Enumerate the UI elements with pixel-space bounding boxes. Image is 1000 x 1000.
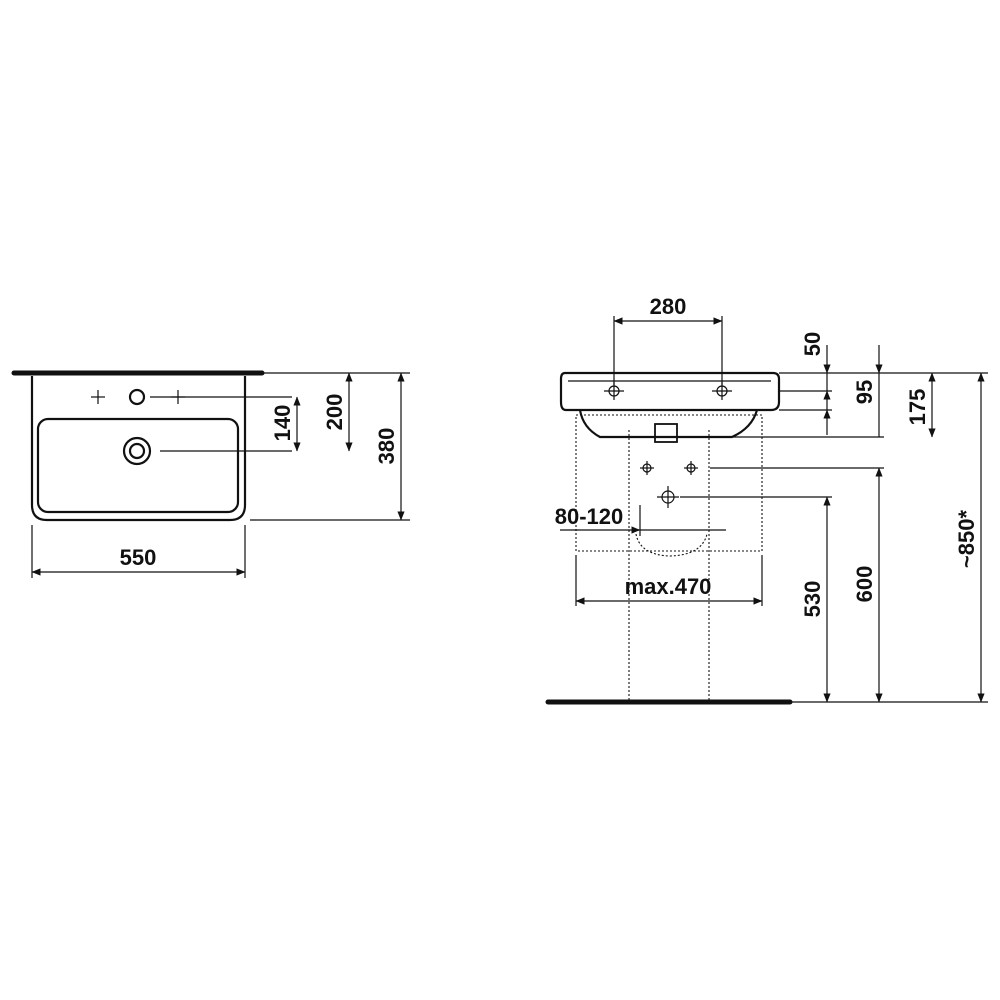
dim-600-label: 600 — [852, 566, 877, 603]
dim-530-label: 530 — [800, 581, 825, 618]
siphon-cover-dashed — [635, 533, 708, 557]
dim-80-120-label: 80-120 — [555, 504, 624, 529]
semi-pedestal-dashed-outline — [575, 414, 763, 552]
basin-front-outline — [559, 371, 781, 412]
basin-bowl-outline — [36, 417, 240, 514]
front-view: 280 50 95 175 ~850* 600 530 80-120 max.4… — [545, 294, 988, 705]
waste-stub — [654, 423, 678, 443]
waste-outlet-wall-connection — [657, 486, 679, 508]
dim-50-label: 50 — [800, 332, 825, 356]
pedestal-fixing-hole-left — [640, 461, 654, 475]
basin-bowl-underside — [578, 409, 759, 439]
dim-380-label: 380 — [374, 428, 399, 465]
tap-hole — [128, 388, 146, 406]
waste-outlet-outer — [122, 436, 152, 466]
waste-outlet-inner — [128, 442, 146, 460]
dim-850-label: ~850* — [954, 510, 979, 569]
dim-550-label: 550 — [120, 545, 157, 570]
dim-280-label: 280 — [650, 294, 687, 319]
pedestal-fixing-hole-right — [684, 461, 698, 475]
left-pilot-hole-mark — [91, 390, 105, 404]
dim-200-label: 200 — [322, 394, 347, 431]
dim-175-label: 175 — [905, 389, 930, 426]
dim-140-label: 140 — [270, 405, 295, 442]
basin-outer-outline — [30, 376, 247, 522]
dim-95-label: 95 — [852, 380, 877, 404]
top-view: 140 200 380 550 — [11, 370, 410, 578]
dim-max-470-label: max.470 — [625, 574, 712, 599]
pedestal-column-dashed — [628, 430, 710, 700]
